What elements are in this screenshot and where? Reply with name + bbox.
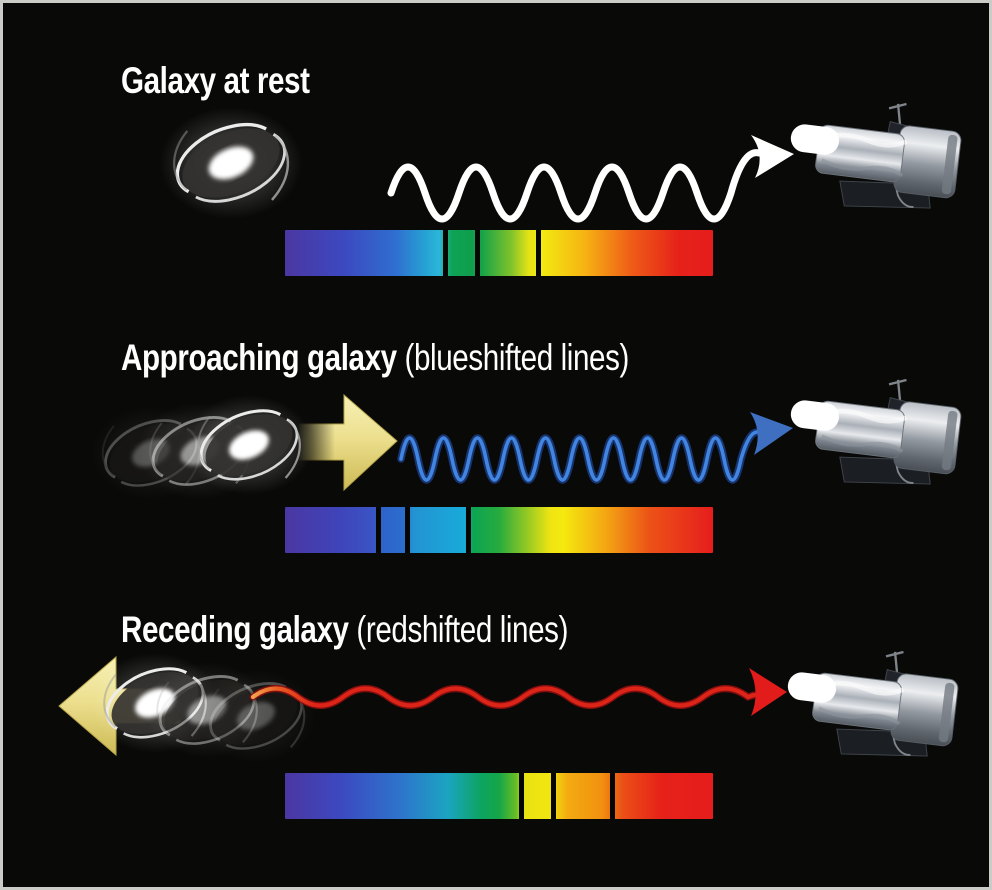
panel-title-receding: Receding galaxy (redshifted lines) [121, 609, 568, 651]
light-wave-red [250, 686, 757, 708]
light-wave-blue [399, 430, 760, 482]
galaxy-icon [159, 98, 302, 232]
title-paren: (redshifted lines) [348, 609, 569, 650]
diagram-artwork [58, 3, 989, 887]
absorption-line [405, 507, 411, 553]
absorption-line [442, 230, 448, 276]
absorption-line [551, 773, 557, 819]
panel-rest-art [159, 90, 964, 231]
light-wave-rest [387, 149, 763, 223]
absorption-line [609, 773, 615, 819]
spectrum-rest [285, 230, 713, 276]
title-paren: (blueshifted lines) [396, 337, 630, 378]
hubble-telescope-icon [780, 638, 961, 767]
absorption-line [475, 230, 481, 276]
absorption-line [466, 507, 472, 553]
wave-arrowhead-blue [750, 412, 793, 455]
wave-arrowhead-red [749, 668, 787, 716]
spectrum-blueshifted [285, 507, 713, 553]
title-bold: Approaching galaxy [121, 337, 397, 378]
absorption-line [376, 507, 382, 553]
hubble-telescope-icon [783, 366, 964, 495]
spectrum-redshifted [285, 773, 713, 819]
absorption-line [535, 230, 541, 276]
absorption-line [519, 773, 525, 819]
title-bold: Galaxy at rest [121, 60, 310, 101]
panel-approaching-art [90, 366, 964, 511]
panel-receding-art [58, 638, 962, 774]
hubble-telescope-icon [783, 90, 964, 219]
panel-title-rest: Galaxy at rest [121, 60, 310, 102]
wave-arrowhead-rest [751, 135, 794, 178]
panel-title-approaching: Approaching galaxy (blueshifted lines) [121, 337, 629, 379]
title-bold: Receding galaxy [121, 609, 349, 650]
